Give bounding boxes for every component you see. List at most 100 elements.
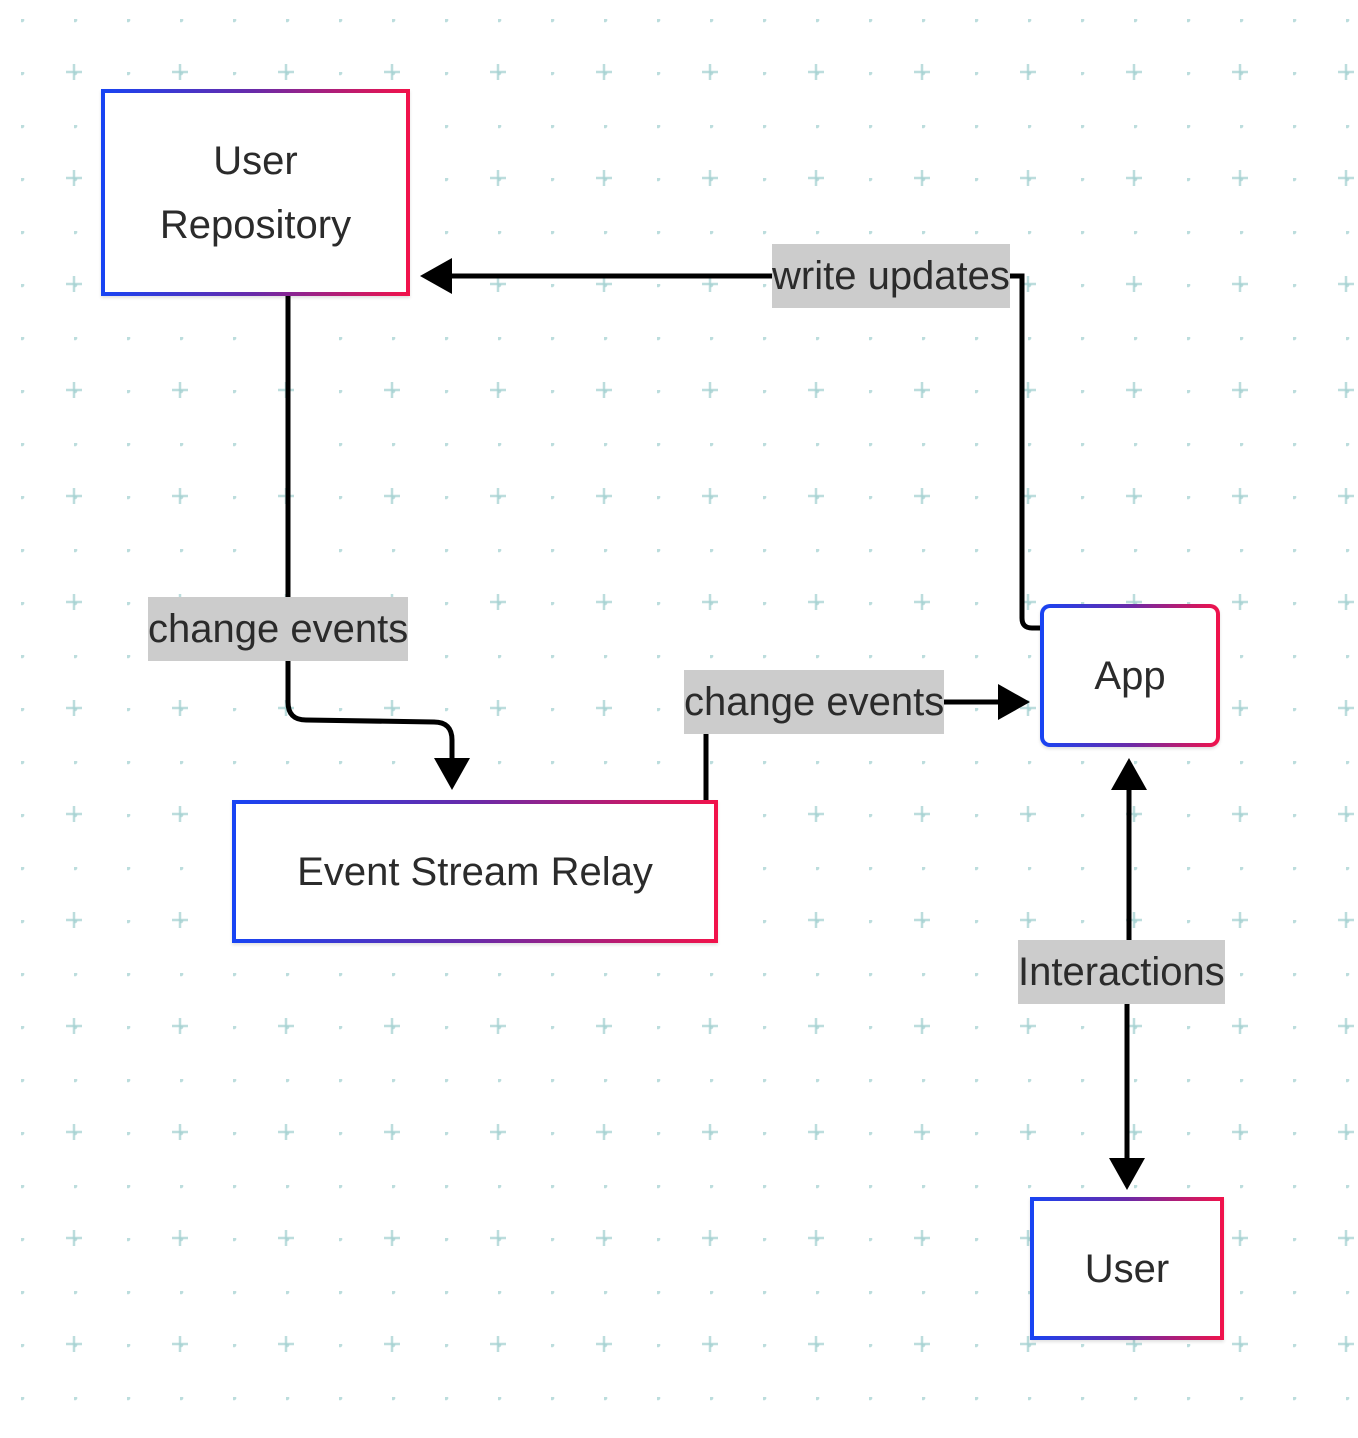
grid-plus [384, 1018, 400, 1034]
grid-plus [914, 806, 930, 822]
grid-plus [384, 64, 400, 80]
grid-plus [490, 488, 506, 504]
grid-plus [66, 276, 82, 292]
edge-label-write-updates: write updates [772, 244, 1010, 308]
grid-plus [1338, 170, 1354, 186]
edge-label-repo-to-relay: change events [148, 597, 409, 661]
grid-plus [1126, 170, 1142, 186]
grid-plus [808, 912, 824, 928]
arrowhead-interactions-down [1109, 1158, 1145, 1190]
grid-plus [1338, 1018, 1354, 1034]
grid-plus [490, 1018, 506, 1034]
grid-plus [596, 594, 612, 610]
grid-plus [1338, 488, 1354, 504]
arrowhead-interactions-up [1111, 758, 1147, 790]
grid-plus [66, 488, 82, 504]
grid-plus [1232, 806, 1248, 822]
node-user[interactable]: User [1030, 1197, 1224, 1340]
grid-plus [66, 700, 82, 716]
node-event-stream-relay[interactable]: Event Stream Relay [232, 800, 718, 943]
grid-plus [914, 1124, 930, 1140]
grid-plus [1020, 1336, 1036, 1352]
grid-plus [1020, 1018, 1036, 1034]
grid-plus [490, 276, 506, 292]
grid-plus [596, 64, 612, 80]
grid-plus [384, 1230, 400, 1246]
grid-plus [808, 170, 824, 186]
node-user-label: User [1084, 1246, 1170, 1291]
grid-plus [914, 64, 930, 80]
grid-plus [490, 594, 506, 610]
grid-plus [1126, 488, 1142, 504]
grid-plus [1338, 64, 1354, 80]
grid-plus [1338, 382, 1354, 398]
grid-plus [278, 64, 294, 80]
grid-plus [1020, 806, 1036, 822]
node-app[interactable]: App [1040, 604, 1220, 747]
grid-plus [596, 1018, 612, 1034]
grid-plus [1338, 912, 1354, 928]
grid-plus [66, 594, 82, 610]
grid-plus [914, 170, 930, 186]
grid-plus [1232, 1018, 1248, 1034]
arrowhead-repo-to-relay [434, 758, 470, 790]
grid-plus [1126, 382, 1142, 398]
grid-plus [596, 276, 612, 292]
grid-plus [172, 1018, 188, 1034]
grid-plus [172, 382, 188, 398]
grid-plus [1020, 1230, 1036, 1246]
grid-plus [808, 488, 824, 504]
node-user-repository[interactable]: User Repository [101, 89, 410, 296]
grid-plus [384, 1336, 400, 1352]
grid-plus [914, 488, 930, 504]
grid-plus [172, 488, 188, 504]
grid-plus [1338, 594, 1354, 610]
grid-plus [384, 1124, 400, 1140]
grid-plus [1232, 382, 1248, 398]
grid-plus [66, 1018, 82, 1034]
grid-plus [172, 806, 188, 822]
grid-plus [384, 488, 400, 504]
grid-plus [808, 594, 824, 610]
grid-plus [1232, 594, 1248, 610]
grid-plus [596, 170, 612, 186]
grid-plus [278, 1230, 294, 1246]
grid-plus [702, 1230, 718, 1246]
grid-plus [702, 64, 718, 80]
arrowhead-write-updates [420, 258, 452, 294]
grid-plus [278, 1018, 294, 1034]
grid-plus [914, 1018, 930, 1034]
grid-plus [1338, 276, 1354, 292]
edge-write-updates[interactable] [452, 273, 1042, 631]
grid-plus [172, 912, 188, 928]
grid-plus [1338, 700, 1354, 716]
grid-plus [808, 382, 824, 398]
grid-plus [702, 1018, 718, 1034]
grid-plus [1126, 1336, 1142, 1352]
grid-plus [66, 64, 82, 80]
grid-plus [702, 170, 718, 186]
grid-plus [1020, 64, 1036, 80]
node-event-stream-relay-label: Event Stream Relay [297, 849, 653, 894]
grid-plus [490, 64, 506, 80]
grid-plus [490, 170, 506, 186]
grid-plus [278, 1124, 294, 1140]
grid-plus [596, 700, 612, 716]
grid-plus [808, 1230, 824, 1246]
grid-plus [596, 1124, 612, 1140]
grid-plus [1232, 170, 1248, 186]
grid-plus [66, 806, 82, 822]
grid-plus [808, 1124, 824, 1140]
grid-plus [1338, 1230, 1354, 1246]
grid-plus [808, 1018, 824, 1034]
grid-plus [1338, 1336, 1354, 1352]
grid-plus [914, 382, 930, 398]
edge-repo-to-relay[interactable] [285, 296, 455, 760]
grid-plus [702, 276, 718, 292]
grid-plus [172, 1230, 188, 1246]
grid-plus [914, 594, 930, 610]
grid-plus [1232, 276, 1248, 292]
grid-plus [914, 912, 930, 928]
grid-plus [1232, 64, 1248, 80]
